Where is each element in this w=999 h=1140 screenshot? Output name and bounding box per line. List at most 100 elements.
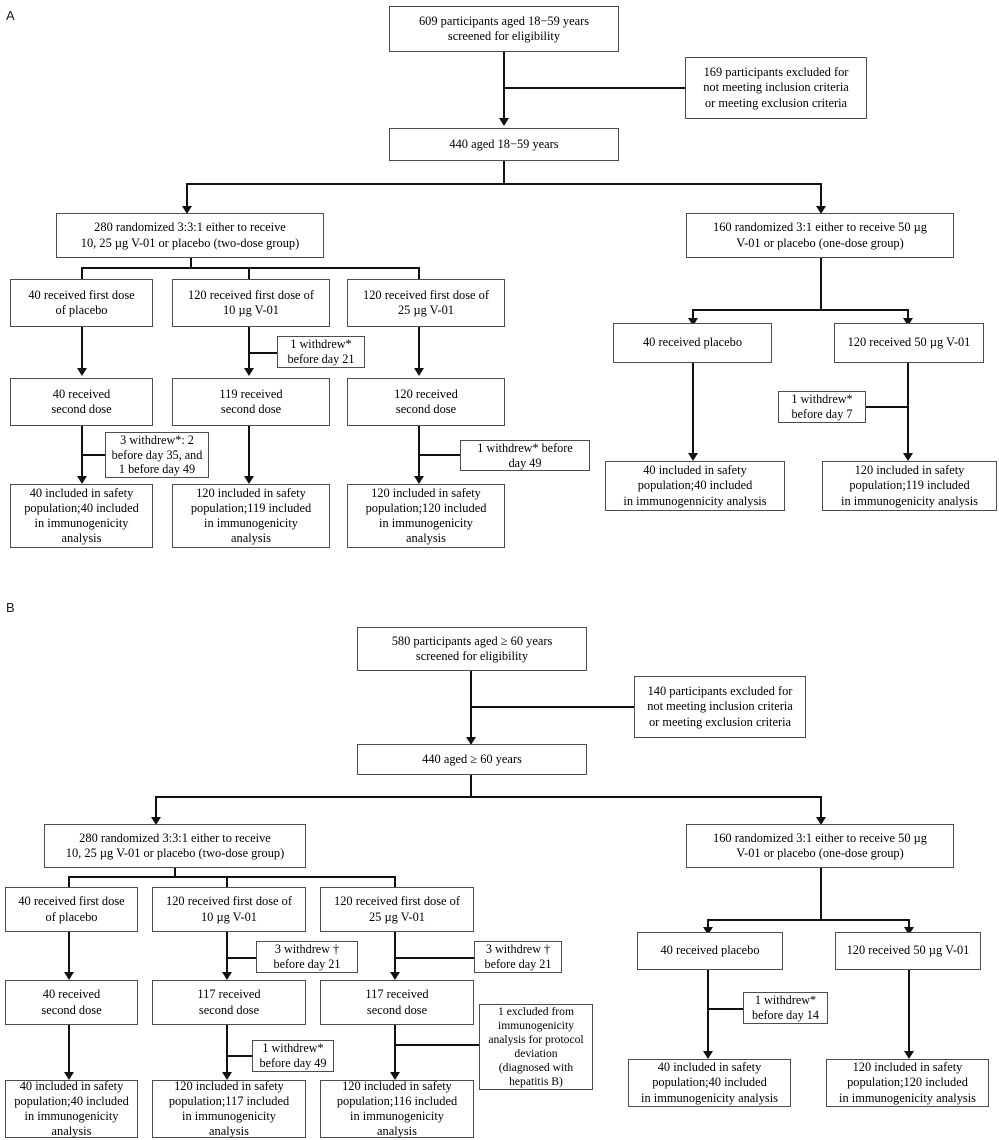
arrowhead-one-50-a [903,318,913,326]
connector-split-right-b [820,796,822,823]
box-final-one-dose-50-b: 120 included in safety population;120 in… [826,1059,989,1107]
connector-withdrew-25-day21-b [394,957,474,959]
connector-arm1-a [81,267,83,279]
box-randomized-two-dose-a: 280 randomized 3:3:1 either to receive 1… [56,213,324,258]
connector-split-left-a [186,183,188,212]
connector-enrolled-split-a [503,161,505,184]
arrowhead-placebo-final-b [64,1072,74,1080]
connector-withdrew-10-day49-b [226,1055,252,1057]
connector-10-final-a [248,426,250,482]
connector-one-dose-bar-a [692,309,908,311]
connector-one-50-final-a [907,363,909,459]
arrowhead-placebo-second-a [77,368,87,376]
arrowhead-one-placebo-final-a [688,453,698,461]
box-screened-b: 580 participants aged ≥ 60 years screene… [357,627,587,671]
arrowhead-one-placebo-b [703,927,713,935]
connector-10-second-b [226,932,228,978]
connector-two-dose-stem-b [174,868,176,877]
arrowhead-one-placebo-a [688,318,698,326]
box-withdrew-50-day14-b: 1 withdrew* before day 14 [743,992,828,1024]
arrowhead-25-second-b [390,972,400,980]
box-randomized-one-dose-a: 160 randomized 3:1 either to receive 50 … [686,213,954,258]
arrowhead-one-50-final-a [903,453,913,461]
arrowhead-two-dose-b [151,817,161,825]
box-withdrew-10-day49-b: 1 withdrew* before day 49 [252,1040,334,1072]
connector-withdrew-50-day14-b [707,1008,743,1010]
box-final-25-a: 120 included in safety population;120 in… [347,484,505,548]
box-randomized-two-dose-b: 280 randomized 3:3:1 either to receive 1… [44,824,306,868]
box-excluded-a: 169 participants excluded for not meetin… [685,57,867,119]
connector-placebo-second-b [68,932,70,978]
box-one-dose-placebo-a: 40 received placebo [613,323,772,363]
panel-label-a: A [6,8,15,23]
connector-one-50-final-b [908,970,910,1057]
box-first-dose-10-b: 120 received first dose of 10 µg V-01 [152,887,306,932]
arrowhead-25-final-b [390,1072,400,1080]
arrowhead-10-second-b [222,972,232,980]
arrowhead-one-50-b [904,927,914,935]
connector-one-dose-bar-b [707,919,909,921]
box-excluded-protocol-b: 1 excluded from immunogenicity analysis … [479,1004,593,1090]
connector-10-second-a [248,327,250,374]
arrowhead-10-final-b [222,1072,232,1080]
box-first-dose-25-b: 120 received first dose of 25 µg V-01 [320,887,474,932]
connector-two-dose-stem-a [190,258,192,268]
connector-one-dose-stem-a [820,258,822,310]
panel-label-b: B [6,600,15,615]
box-withdrew-25-day49-a: 1 withdrew* before day 49 [460,440,590,471]
connector-withdrew-placebo-multi-a [81,454,105,456]
connector-withdrew-25-day49-a [418,454,460,456]
connector-25-second-a [418,327,420,374]
box-withdrew-placebo-multi-a: 3 withdrew*: 2 before day 35, and 1 befo… [105,432,209,478]
connector-one-dose-left-a [692,309,694,323]
connector-split-right-a [820,183,822,212]
box-final-placebo-a: 40 included in safety population;40 incl… [10,484,153,548]
arrowhead-placebo-second-b [64,972,74,980]
connector-two-dose-bar-b [68,876,395,878]
box-second-dose-placebo-b: 40 received second dose [5,980,138,1025]
box-final-10-a: 120 included in safety population;119 in… [172,484,330,548]
connector-placebo-second-a [81,327,83,374]
connector-split-bar-b [155,796,820,798]
connector-arm3-a [418,267,420,279]
connector-withdrew-50-day7-a [866,406,908,408]
box-withdrew-25-day21-b: 3 withdrew † before day 21 [474,941,562,973]
box-first-dose-10-a: 120 received first dose of 10 µg V-01 [172,279,330,327]
box-enrolled-a: 440 aged 18−59 years [389,128,619,161]
box-second-dose-10-b: 117 received second dose [152,980,306,1025]
connector-25-final-b [394,1025,396,1078]
box-second-dose-10-a: 119 received second dose [172,378,330,426]
connector-arm3-b [394,876,396,887]
box-withdrew-50-day7-a: 1 withdrew* before day 7 [778,391,866,423]
arrowhead-two-dose-a [182,206,192,214]
arrowhead-one-dose-a [816,206,826,214]
box-final-one-dose-50-a: 120 included in safety population;119 in… [822,461,997,511]
box-final-10-b: 120 included in safety population;117 in… [152,1079,306,1138]
connector-exclusion-b [470,706,634,708]
connector-placebo-final-b [68,1025,70,1078]
box-excluded-b: 140 participants excluded for not meetin… [634,676,806,738]
connector-withdrew-10-day21-b [226,957,256,959]
box-final-one-dose-placebo-b: 40 included in safety population;40 incl… [628,1059,791,1107]
arrowhead-10-second-a [244,368,254,376]
box-withdrew-10-day21-a: 1 withdrew* before day 21 [277,336,365,368]
box-first-dose-25-a: 120 received first dose of 25 µg V-01 [347,279,505,327]
box-second-dose-25-b: 117 received second dose [320,980,474,1025]
box-randomized-one-dose-b: 160 randomized 3:1 either to receive 50 … [686,824,954,868]
arrowhead-enrolled-a [499,118,509,126]
connector-arm1-b [68,876,70,887]
box-one-dose-placebo-b: 40 received placebo [637,932,783,970]
box-screened-a: 609 participants aged 18−59 years screen… [389,6,619,52]
connector-arm2-b [226,876,228,887]
connector-one-placebo-final-b [707,970,709,1057]
box-enrolled-b: 440 aged ≥ 60 years [357,744,587,775]
arrowhead-enrolled-b [466,737,476,745]
connector-enrolled-split-b [470,775,472,797]
box-first-dose-placebo-b: 40 received first dose of placebo [5,887,138,932]
connector-one-dose-stem-b [820,868,822,920]
connector-one-placebo-final-a [692,363,694,459]
connector-arm2-a [248,267,250,279]
connector-split-left-b [155,796,157,823]
connector-one-dose-left-b [707,919,709,932]
